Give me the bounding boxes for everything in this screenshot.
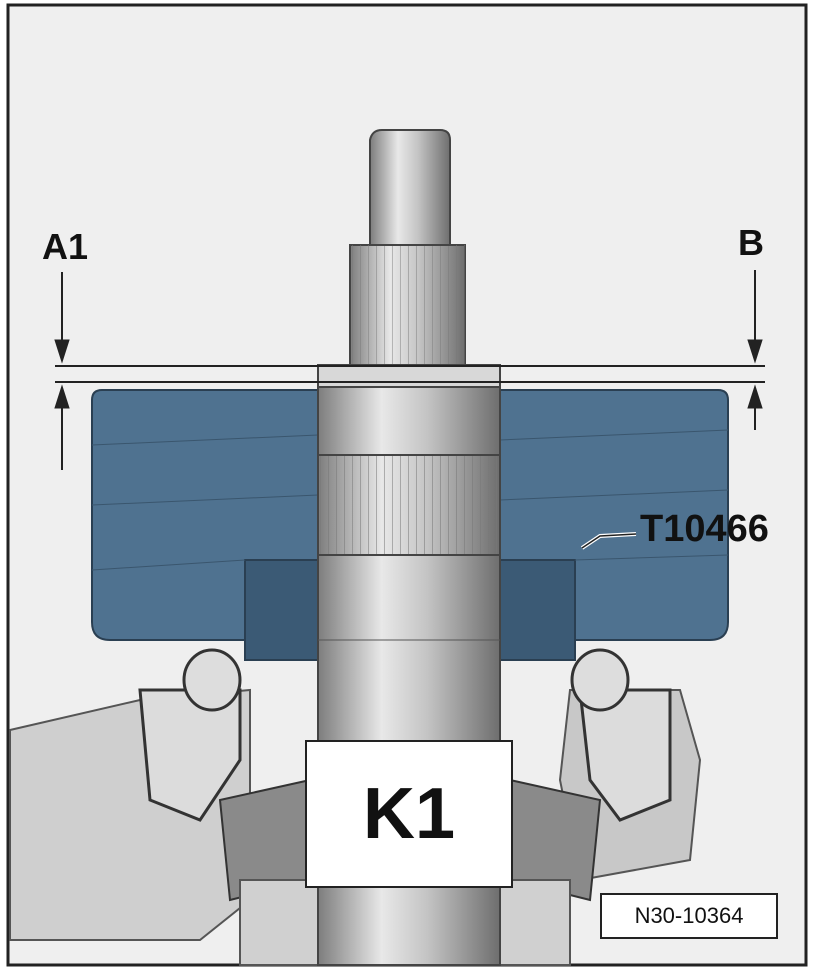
dimension-label-b: B: [738, 222, 764, 263]
component-label-k1: K1: [305, 740, 513, 888]
dimension-label-a1: A1: [42, 226, 89, 267]
tool-t10466-drawing: [91, 389, 729, 661]
figure-reference: N30-10364: [600, 893, 778, 939]
dimension-lines: [54, 270, 765, 550]
housing: [9, 648, 702, 966]
tool-label: T10466: [640, 508, 769, 550]
